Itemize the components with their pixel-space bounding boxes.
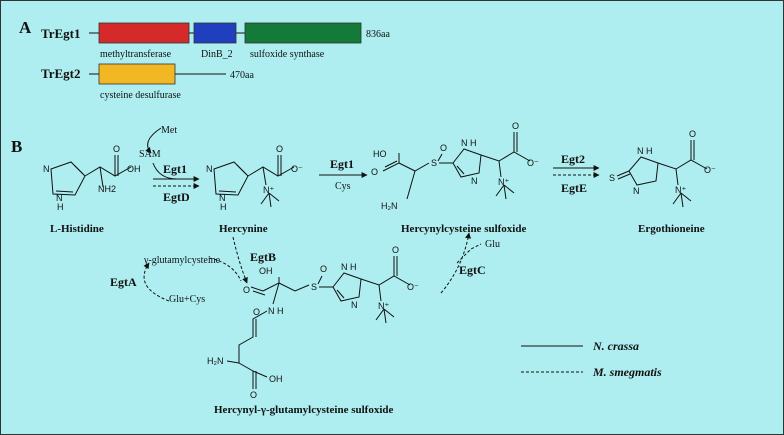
atom-oh: OH xyxy=(127,164,141,174)
atom-ominus: O⁻ xyxy=(407,282,419,292)
reagent-sam: SAM xyxy=(139,149,161,160)
domain-label: cysteine desulfurase xyxy=(100,90,181,101)
enzyme-egtc: EgtC xyxy=(459,263,486,277)
domain-dinb2 xyxy=(193,22,237,44)
atom-n: N xyxy=(206,164,213,174)
panel-label-b: B xyxy=(11,137,22,156)
atom-oxo: O xyxy=(320,264,327,274)
gene-trEgt1: TrEgt1 836aa methyltransferase DinB_2 su… xyxy=(41,22,390,60)
atom-nplus: N⁺ xyxy=(263,185,274,195)
atom-o: O xyxy=(371,167,378,177)
atom-o: O xyxy=(689,129,696,139)
atom-o: O xyxy=(253,307,260,317)
domain-sulfoxide-synthase xyxy=(244,22,362,44)
domain-label: DinB_2 xyxy=(201,49,233,60)
atom-thione: S xyxy=(609,173,615,183)
molecule-histidine: N N H O OH NH2 L-Histidine xyxy=(43,144,141,235)
domain-cysteine-desulfurase xyxy=(98,63,176,85)
reagent-met: Met xyxy=(161,125,177,136)
molecule-ergothioneine: S N H N O O⁻ N⁺ Ergothioneine xyxy=(609,129,716,235)
gene-trEgt2: TrEgt2 470aa cysteine desulfurase xyxy=(41,63,254,101)
legend-dashed-label: M. smegmatis xyxy=(592,365,662,379)
atom-o: O xyxy=(113,144,120,154)
reagent-gamma-glutamylcysteine: γ-glutamylcysteine xyxy=(143,255,221,266)
molecule-hcs: O HO H₂N S O N H N O O⁻ N⁺ Hercynylcyste… xyxy=(371,121,539,235)
legend: N. crassa M. smegmatis xyxy=(521,339,662,379)
atom-h: H xyxy=(220,202,227,212)
gene-length: 836aa xyxy=(366,29,390,40)
atom-nh: N H xyxy=(637,146,653,156)
panel-label-a: A xyxy=(19,18,32,37)
enzyme-egtb: EgtB xyxy=(250,250,276,264)
compound-name: Ergothioneine xyxy=(638,223,705,235)
domain-methyltransferase xyxy=(98,22,190,44)
legend-solid-label: N. crassa xyxy=(592,339,639,353)
atom-o: O xyxy=(250,390,257,400)
atom-n: N xyxy=(471,176,478,186)
enzyme-egta: EgtA xyxy=(110,275,137,289)
enzyme-egt1: Egt1 xyxy=(330,157,354,171)
reagent-cys: Cys xyxy=(335,181,351,192)
gene-length: 470aa xyxy=(230,70,254,81)
molecule-hercynine: N N H O O⁻ N⁺ Hercynine xyxy=(206,144,303,235)
compound-name: L-Histidine xyxy=(50,223,104,235)
enzyme-egte: EgtE xyxy=(561,181,587,195)
atom-soxide: S xyxy=(431,158,437,168)
atom-soxide: S xyxy=(311,282,317,292)
enzyme-egt2: Egt2 xyxy=(561,152,585,166)
gene-name: TrEgt2 xyxy=(41,66,80,81)
reagent-glu-cys: Glu+Cys xyxy=(169,294,205,305)
atom-nplus: N⁺ xyxy=(675,185,686,195)
atom-nh: N H xyxy=(341,262,357,272)
atom-nh2: NH2 xyxy=(98,184,116,194)
atom-o: O xyxy=(276,144,283,154)
atom-ominus: O⁻ xyxy=(704,165,716,175)
atom-n: N xyxy=(351,300,358,310)
atom-nh: N H xyxy=(268,306,284,316)
gene-name: TrEgt1 xyxy=(41,26,80,41)
compound-name: Hercynine xyxy=(219,223,268,235)
atom-ho: HO xyxy=(373,149,387,159)
atom-ominus: O⁻ xyxy=(291,164,303,174)
compound-name: Hercynylcysteine sulfoxide xyxy=(401,223,526,235)
compound-name: Hercynyl-γ-glutamylcysteine sulfoxide xyxy=(214,404,394,416)
atom-n: N xyxy=(633,186,640,196)
atom-h: H xyxy=(57,202,64,212)
molecule-hgcs: OH O N H S O N H N O O⁻ N⁺ O H₂N OH O He… xyxy=(207,245,419,416)
atom-nplus: N⁺ xyxy=(498,177,509,187)
atom-n: N xyxy=(43,164,50,174)
enzyme-egtd: EgtD xyxy=(163,190,190,204)
atom-nh: N H xyxy=(461,138,477,148)
atom-n: N xyxy=(56,193,63,203)
domain-label: methyltransferase xyxy=(100,49,172,60)
atom-nplus: N⁺ xyxy=(378,301,389,311)
atom-oh: OH xyxy=(269,374,283,384)
atom-oxo: O xyxy=(440,143,447,153)
atom-n: N xyxy=(219,193,226,203)
atom-h2n: H₂N xyxy=(207,356,224,366)
atom-oh: OH xyxy=(259,266,273,276)
atom-o: O xyxy=(243,285,250,295)
enzyme-egt1: Egt1 xyxy=(163,162,187,176)
atom-ominus: O⁻ xyxy=(527,158,539,168)
atom-h2n: H₂N xyxy=(381,201,398,211)
atom-o: O xyxy=(392,245,399,255)
atom-o: O xyxy=(512,121,519,131)
reagent-glu: Glu xyxy=(485,239,500,250)
domain-label: sulfoxide synthase xyxy=(250,49,325,60)
